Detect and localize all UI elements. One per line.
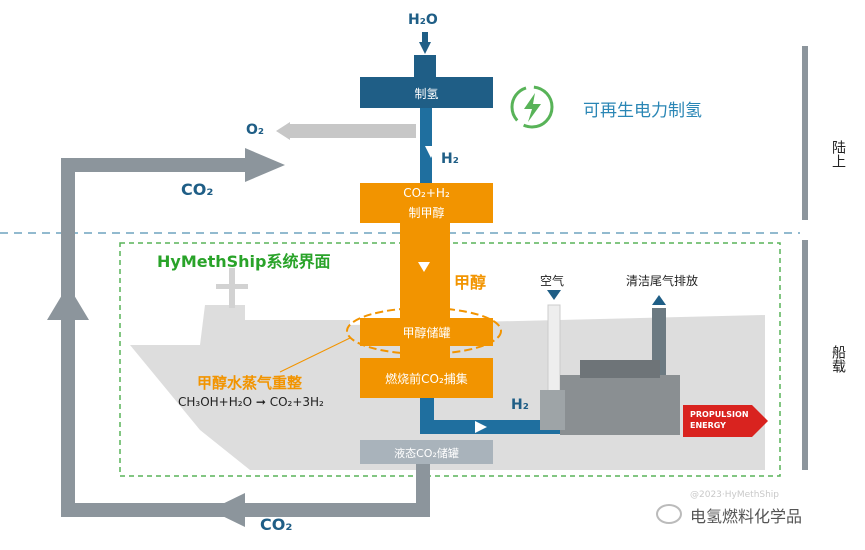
engine-side — [540, 390, 565, 430]
methanol-connector — [400, 346, 450, 358]
system-boundary — [119, 242, 781, 477]
wechat-icon — [656, 504, 682, 524]
methanol-synthesis-box — [360, 183, 493, 223]
engine-block — [560, 375, 680, 435]
h2-right-arrow — [475, 421, 487, 433]
methanol-storage-box — [360, 318, 493, 346]
h2-down-arrow — [425, 146, 437, 158]
propulsion-line2: ENERGY — [690, 421, 726, 430]
water-stem — [422, 32, 428, 44]
oxygen-flow — [290, 124, 416, 138]
exhaust-arrow — [652, 295, 666, 305]
capture-label: 燃烧前CO₂捕集 — [385, 372, 468, 386]
water-arrow — [419, 42, 431, 54]
co2-arrow-left — [47, 285, 89, 320]
methanol-down-arrow — [418, 262, 430, 272]
shore-ship-divider-top — [802, 46, 808, 220]
propulsion-arrow — [683, 405, 768, 437]
oxygen-arrow — [276, 122, 290, 140]
lightning-icon — [524, 93, 541, 122]
ship-label: 船载 — [830, 345, 846, 373]
reforming-reaction: CH₃OH+H₂O ➞ CO₂+3H₂ — [178, 395, 324, 409]
reforming-pointer — [279, 337, 351, 373]
storage-label: 甲醇储罐 — [402, 326, 451, 340]
co2-loop-bottom-right — [416, 460, 430, 517]
watermark-label: 电氢燃料化学品 — [690, 507, 803, 526]
co2-arrow-top — [245, 148, 285, 182]
liquid-co2-label: 液态CO₂储罐 — [394, 447, 459, 460]
electrolysis-box — [360, 77, 493, 108]
exhaust-label: 清洁尾气排放 — [626, 274, 699, 288]
capture-box — [360, 358, 493, 398]
co2-bottom-label: CO₂ — [260, 515, 293, 534]
renewable-label: 可再生电力制氢 — [583, 101, 702, 121]
h2-bottom-label: H₂ — [511, 397, 529, 413]
air-arrow — [547, 290, 561, 300]
synthesis-line2: 制甲醇 — [408, 206, 445, 220]
renewable-circle — [510, 85, 554, 129]
methanol-label: 甲醇 — [454, 273, 487, 292]
faint-text: @2023·HyMethShip — [690, 490, 780, 500]
system-boundary-label: HyMethShip系统界面 — [157, 252, 331, 271]
shore-label: 陆上 — [830, 140, 846, 168]
co2-arrow-bottom — [210, 493, 245, 527]
air-label: 空气 — [540, 274, 565, 288]
ship-mast-bar — [216, 284, 248, 289]
reforming-title: 甲醇水蒸气重整 — [197, 374, 303, 392]
co2-top-label: CO₂ — [181, 180, 214, 199]
propulsion-line1: PROPULSION — [690, 410, 749, 419]
liquid-co2-box — [360, 440, 493, 464]
water-label: H₂O — [408, 12, 438, 28]
electrolysis-stem — [414, 55, 436, 80]
synthesis-line1: CO₂+H₂ — [403, 186, 450, 200]
h2-bottom-horizontal — [420, 420, 560, 434]
engine-top — [580, 360, 660, 378]
electrolysis-label: 制氢 — [414, 87, 439, 101]
shore-ship-divider-bottom — [802, 240, 808, 470]
h2-top-label: H₂ — [441, 151, 459, 167]
co2-loop — [61, 158, 430, 517]
oxygen-label: O₂ — [246, 122, 265, 138]
